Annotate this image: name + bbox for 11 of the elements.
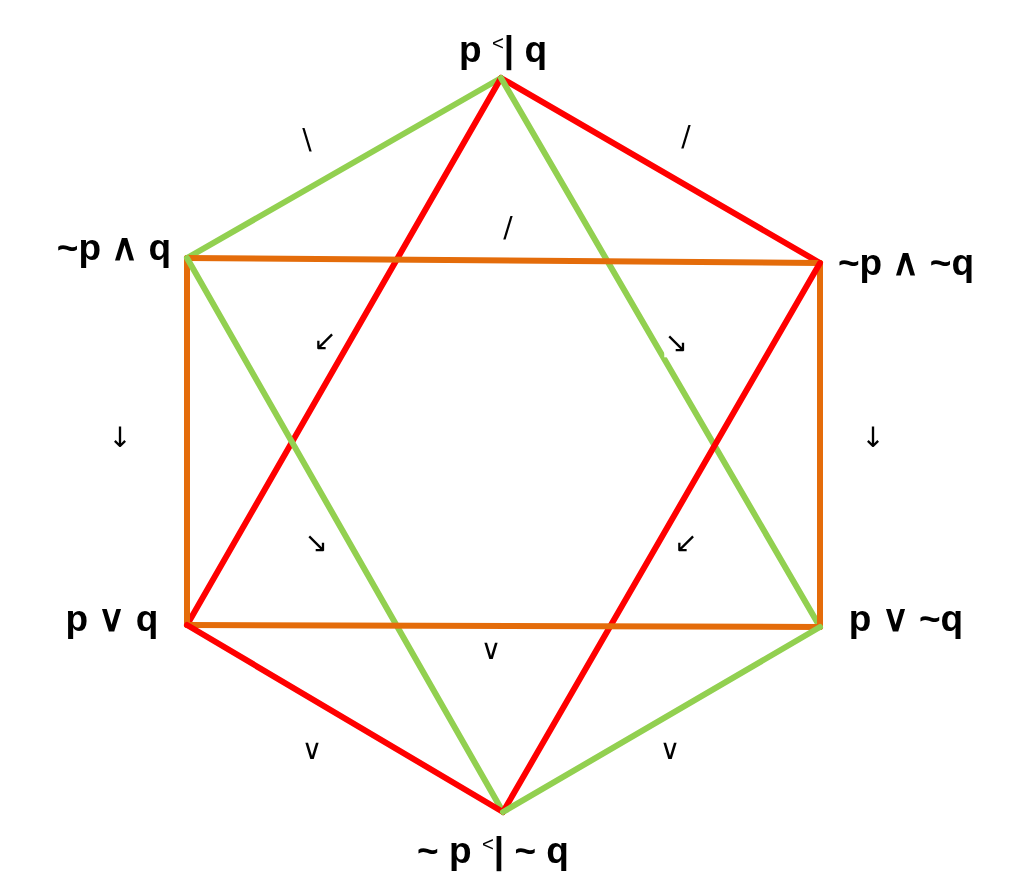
connector-line — [500, 624, 823, 815]
formula-label: p ∨ ~q — [848, 599, 964, 639]
formula-label: ~p ∧ ~q — [838, 243, 974, 283]
edge-label: \ — [302, 125, 312, 155]
formula-label: ~p ∧ q — [56, 228, 172, 268]
edge-label: / — [503, 213, 513, 243]
connector-line — [184, 622, 506, 815]
formula-label: p ∨ q — [65, 599, 159, 639]
formula-label: p $^{<}$| q — [459, 30, 547, 70]
edge-label: / — [681, 122, 691, 152]
formula-label: ~ p $^{<}$| ~ q — [417, 831, 569, 871]
